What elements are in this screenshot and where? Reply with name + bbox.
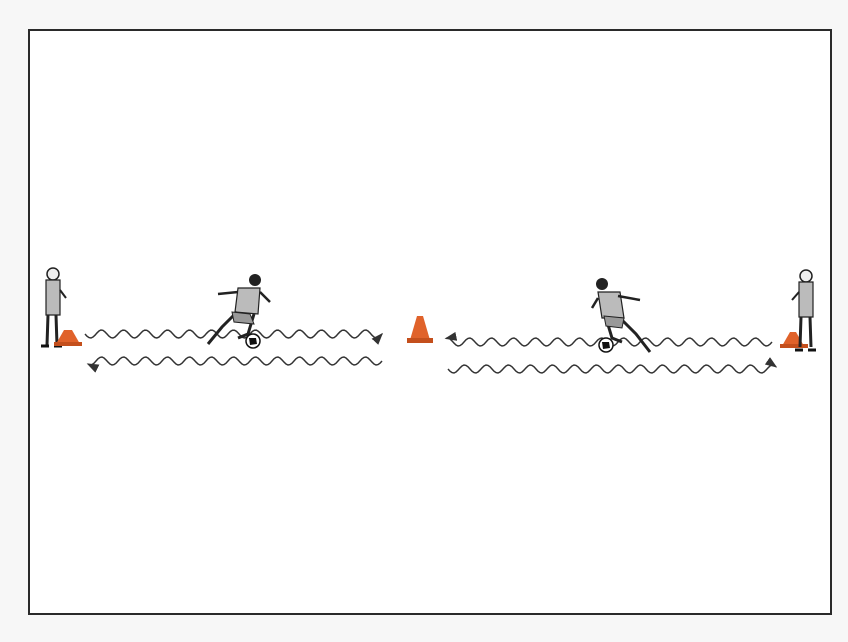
cone-right [780,332,808,348]
center-cone [407,316,433,343]
ball-left [246,334,260,348]
return-path-left-bottom [88,357,382,365]
ball-right [599,338,613,352]
dribble-path-left-top [85,330,382,338]
return-path-right-bottom [448,365,776,373]
